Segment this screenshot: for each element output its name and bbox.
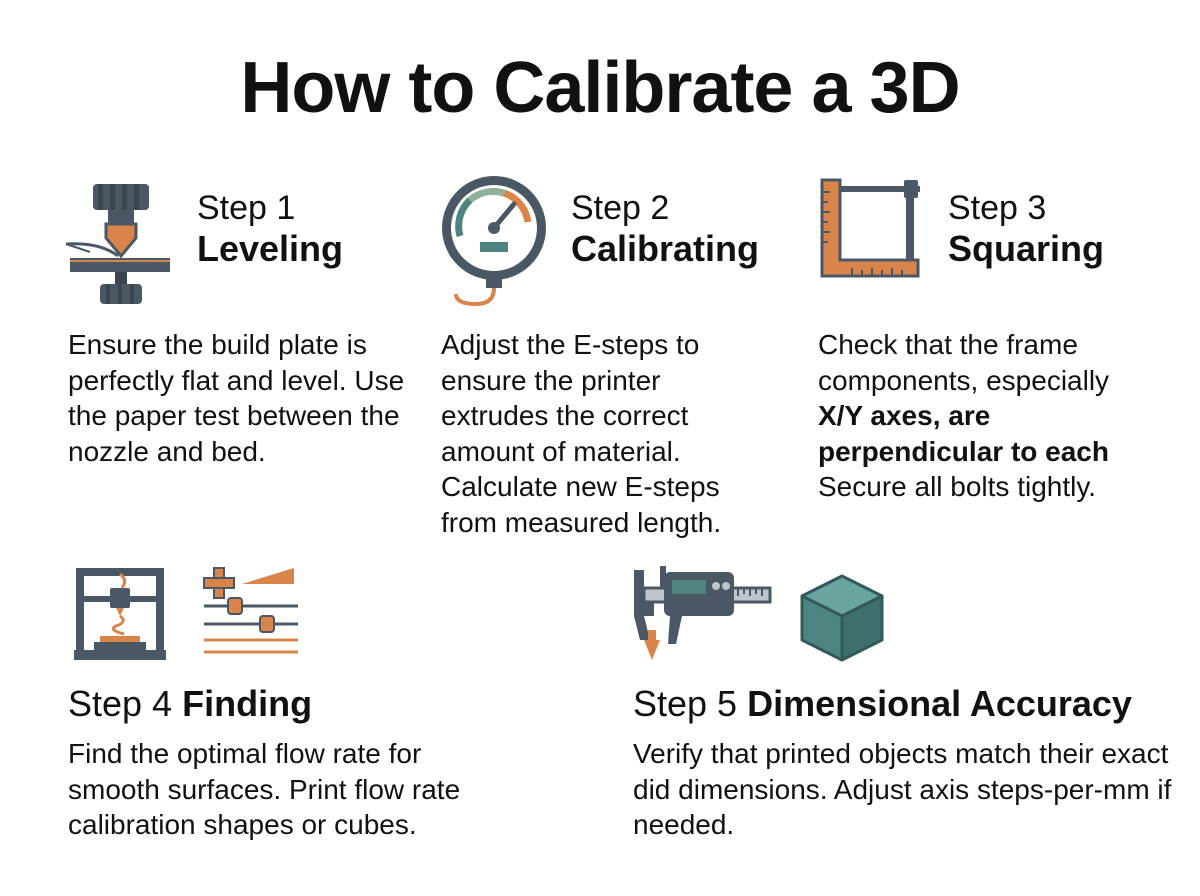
step-4-heading: Step 4 Finding <box>68 684 312 724</box>
step-1-name: Leveling <box>197 228 344 270</box>
step-4-number: Step 4 <box>68 683 173 724</box>
step-1-heading: Step 1 Leveling <box>197 189 344 270</box>
cube-icon <box>800 574 884 662</box>
printer-icon <box>74 568 166 660</box>
step-2-number: Step 2 <box>571 189 670 227</box>
caliper-icon <box>634 566 772 660</box>
gauge-icon <box>442 176 546 307</box>
step-4-name: Finding <box>182 683 313 724</box>
step-5-name: Dimensional Accuracy <box>747 683 1132 724</box>
step-4-description: Find the optimal flow rate for smooth su… <box>68 738 461 840</box>
step-3-text-bold: X/Y axes, are perpendicular to each <box>818 400 1109 467</box>
step-5-description: Verify that printed objects match their … <box>633 738 1172 840</box>
step-1-description: Ensure the build plate is perfectly flat… <box>68 329 405 467</box>
step-3-name: Squaring <box>948 228 1105 270</box>
step-1-number: Step 1 <box>197 189 296 227</box>
step-5-heading: Step 5 Dimensional Accuracy <box>633 684 1132 724</box>
page-title: How to Calibrate a 3D <box>240 48 960 128</box>
slider-settings-icon <box>203 567 298 654</box>
step-2-name: Calibrating <box>571 228 760 270</box>
step-3-heading: Step 3 Squaring <box>948 189 1105 270</box>
step-3-text-2: Secure all bolts tightly. <box>818 471 1097 502</box>
nozzle-bed-icon <box>65 184 170 304</box>
square-ruler-icon <box>820 178 920 278</box>
step-3-text-1: Check that the frame components, especia… <box>818 329 1110 396</box>
step-5-number: Step 5 <box>633 683 738 724</box>
step-3-description: Check that the frame components, especia… <box>818 327 1158 505</box>
step-2-description: Adjust the E-steps to ensure the printer… <box>441 329 722 538</box>
step-2-heading: Step 2 Calibrating <box>571 189 760 270</box>
step-3-number: Step 3 <box>948 189 1047 227</box>
